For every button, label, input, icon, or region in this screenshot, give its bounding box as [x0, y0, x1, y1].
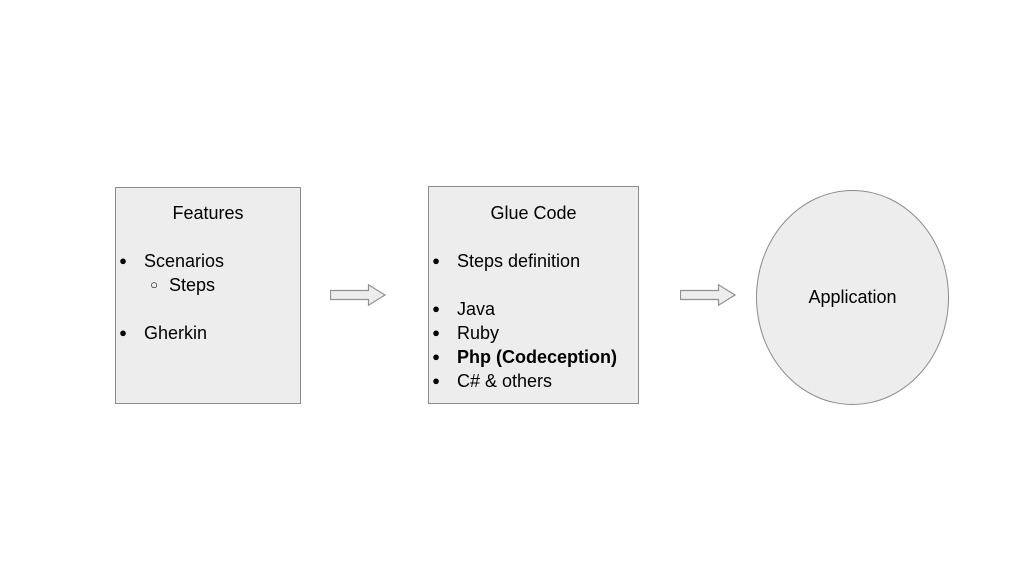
glue-item-steps-definition: ● Steps definition — [429, 249, 638, 273]
arrow-right-icon — [680, 284, 736, 306]
glue-item-java: ● Java — [429, 297, 638, 321]
spacer-line — [116, 225, 300, 249]
features-item-scenarios: ● Scenarios — [116, 249, 300, 273]
glue-item-csharp-others: ● C# & others — [429, 369, 638, 393]
glue-item-php-codeception: ● Php (Codeception) — [429, 345, 638, 369]
features-box-title: Features — [172, 203, 244, 223]
spacer-line — [429, 273, 638, 297]
application-ellipse-label: Application — [808, 287, 897, 307]
item-label: Steps — [169, 275, 216, 295]
item-label: Scenarios — [144, 251, 225, 271]
bullet-filled-icon: ● — [432, 325, 440, 340]
spacer-line — [116, 297, 300, 321]
bullet-filled-icon: ● — [432, 253, 440, 268]
item-label: Steps definition — [457, 251, 581, 271]
features-item-gherkin: ● Gherkin — [116, 321, 300, 345]
glue-item-ruby: ● Ruby — [429, 321, 638, 345]
features-box: Features ● Scenarios ○ Steps ● Gherkin — [115, 187, 301, 404]
features-item-steps: ○ Steps — [116, 273, 300, 297]
application-ellipse: Application — [756, 190, 949, 405]
glue-code-box-title: Glue Code — [490, 203, 577, 223]
bullet-filled-icon: ● — [119, 253, 127, 268]
bullet-hollow-icon: ○ — [150, 277, 158, 292]
item-label: Java — [457, 299, 496, 319]
spacer-line — [429, 225, 638, 249]
bullet-filled-icon: ● — [432, 373, 440, 388]
item-label: Php (Codeception) — [457, 347, 617, 367]
glue-code-box: Glue Code ● Steps definition ● Java ● Ru… — [428, 186, 639, 404]
bullet-filled-icon: ● — [432, 301, 440, 316]
bullet-filled-icon: ● — [119, 325, 127, 340]
item-label: Gherkin — [144, 323, 208, 343]
bullet-filled-icon: ● — [432, 349, 440, 364]
arrow-right-icon — [330, 284, 386, 306]
item-label: C# & others — [457, 371, 553, 391]
item-label: Ruby — [457, 323, 500, 343]
